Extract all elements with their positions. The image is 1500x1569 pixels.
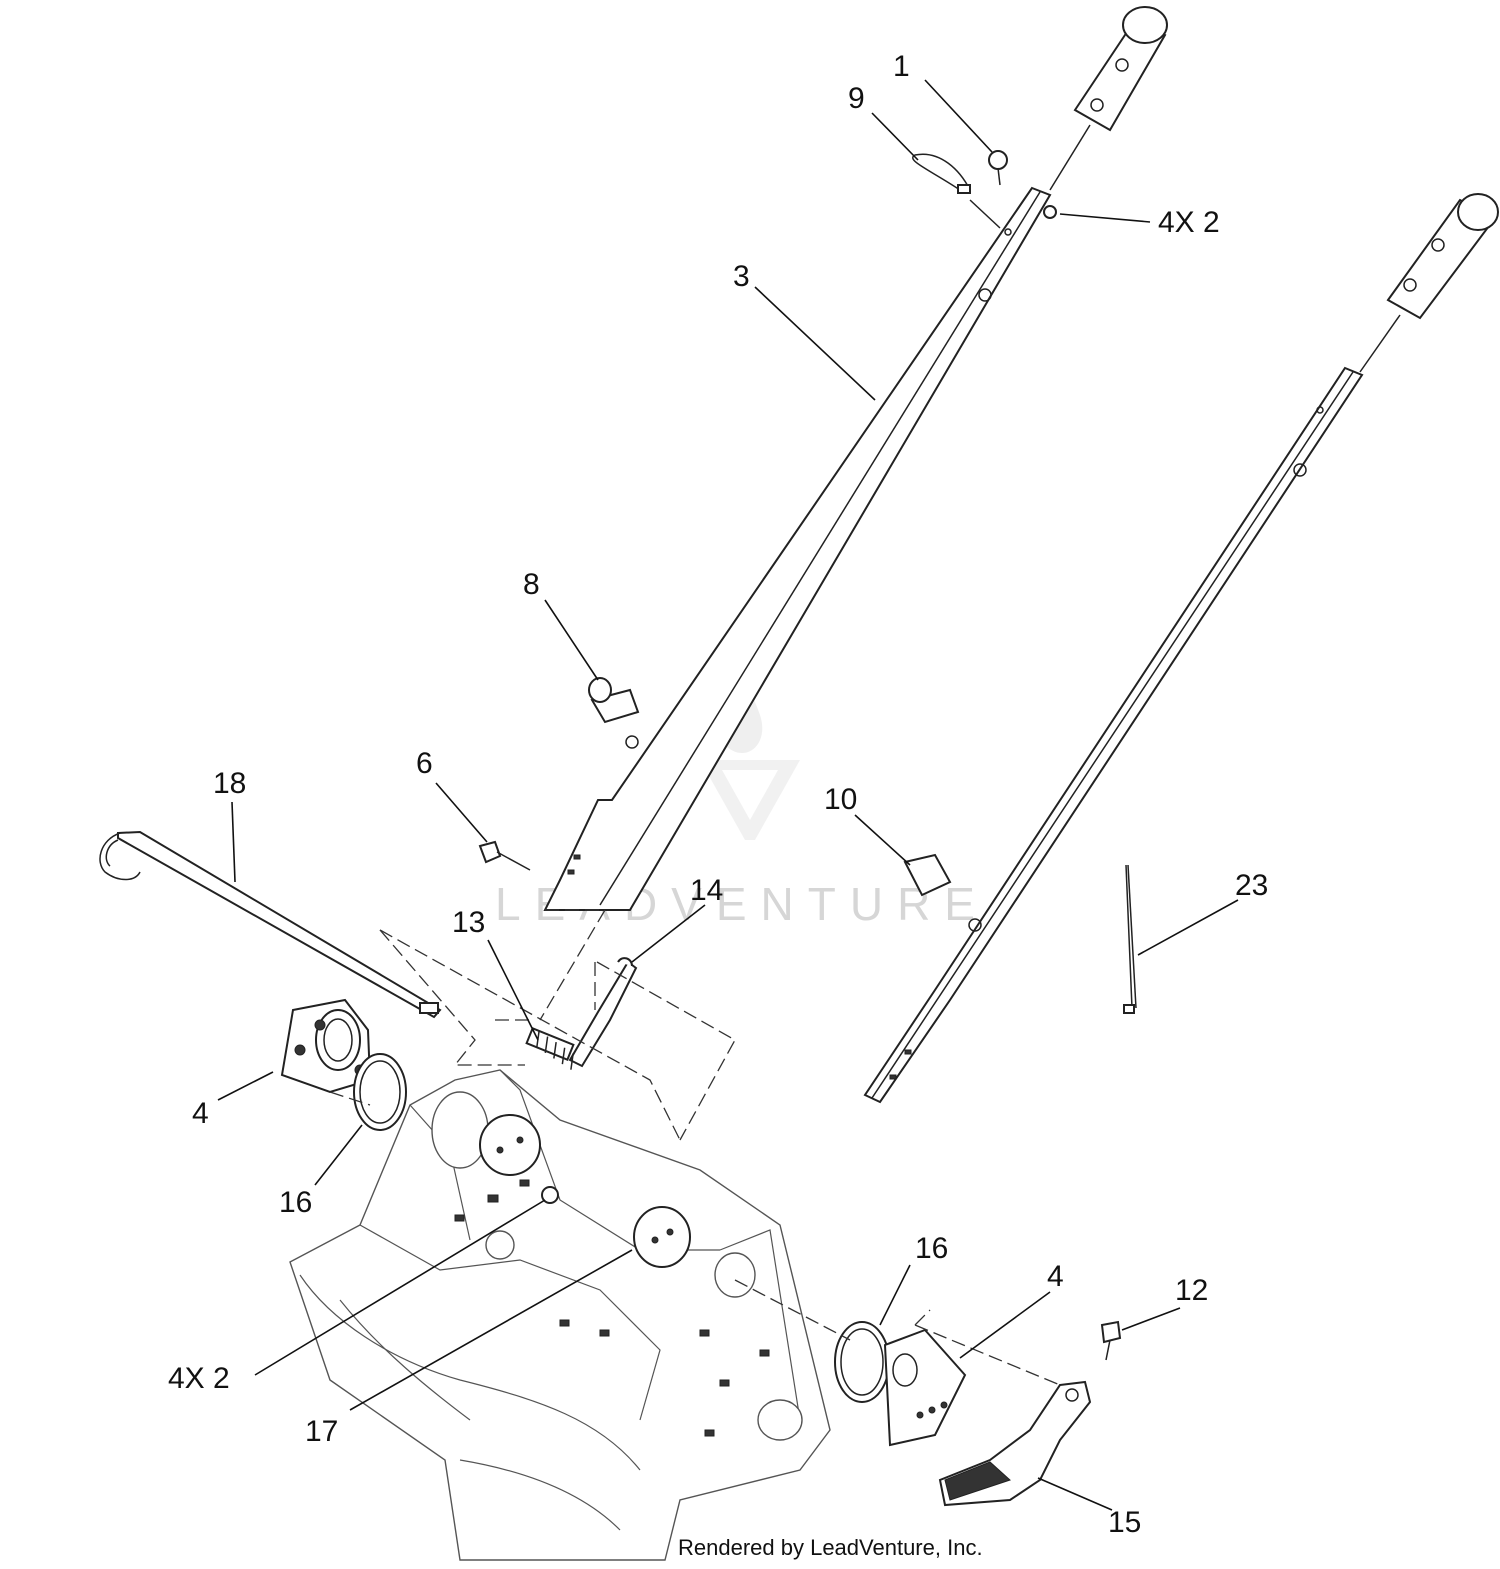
callout-12: 12 [1175,1274,1208,1307]
callout-1: 1 [893,50,910,83]
callout-labels: 1 9 4X 2 3 8 6 10 18 14 13 23 4 16 16 4 … [168,50,1268,1539]
callout-4-left: 4 [192,1097,209,1130]
callout-16-left: 16 [279,1186,312,1219]
knob-8 [588,677,640,724]
callout-3: 3 [733,260,750,293]
hairpin-clip-9 [912,153,1001,229]
leader-lines [217,79,1239,1511]
callout-23: 23 [1235,869,1268,902]
callout-14: 14 [690,874,723,907]
callout-8: 8 [523,568,540,601]
bearing-housing-4-right [883,1328,967,1447]
bolt-12 [1100,1320,1122,1361]
handle-mount-left [1049,6,1168,191]
rod-18 [99,830,442,1019]
plate-17 [479,1114,691,1268]
nut-2-top [1043,205,1057,219]
bracket-14 [568,957,638,1068]
cable-tie-23 [1123,864,1137,1014]
pin-1 [988,150,1008,186]
callout-16-right: 16 [915,1232,948,1265]
footer-credit: Rendered by LeadVenture, Inc. [678,1535,983,1560]
handle-mount-right [1359,193,1499,373]
callout-18: 18 [213,767,246,800]
pedal-15 [938,1380,1092,1507]
callout-4-right: 4 [1047,1260,1064,1293]
clip-10 [903,853,952,897]
callout-4x2-top: 4X 2 [1158,206,1220,239]
bolt-6 [478,840,531,871]
control-tube-right [863,366,1364,1104]
assembly-dashed-lines [329,909,1061,1386]
callout-17: 17 [305,1415,338,1448]
frame-housing [289,1069,831,1561]
callout-6: 6 [416,747,433,780]
washer-16-left [353,1053,407,1131]
nut-2-bottom [541,1186,559,1204]
callout-9: 9 [848,82,865,115]
callout-4x2-bottom: 4X 2 [168,1362,230,1395]
callout-15: 15 [1108,1506,1141,1539]
callout-13: 13 [452,906,485,939]
control-tube-3 [543,186,1052,911]
washer-16-right [834,1321,890,1403]
callout-10: 10 [824,783,857,816]
